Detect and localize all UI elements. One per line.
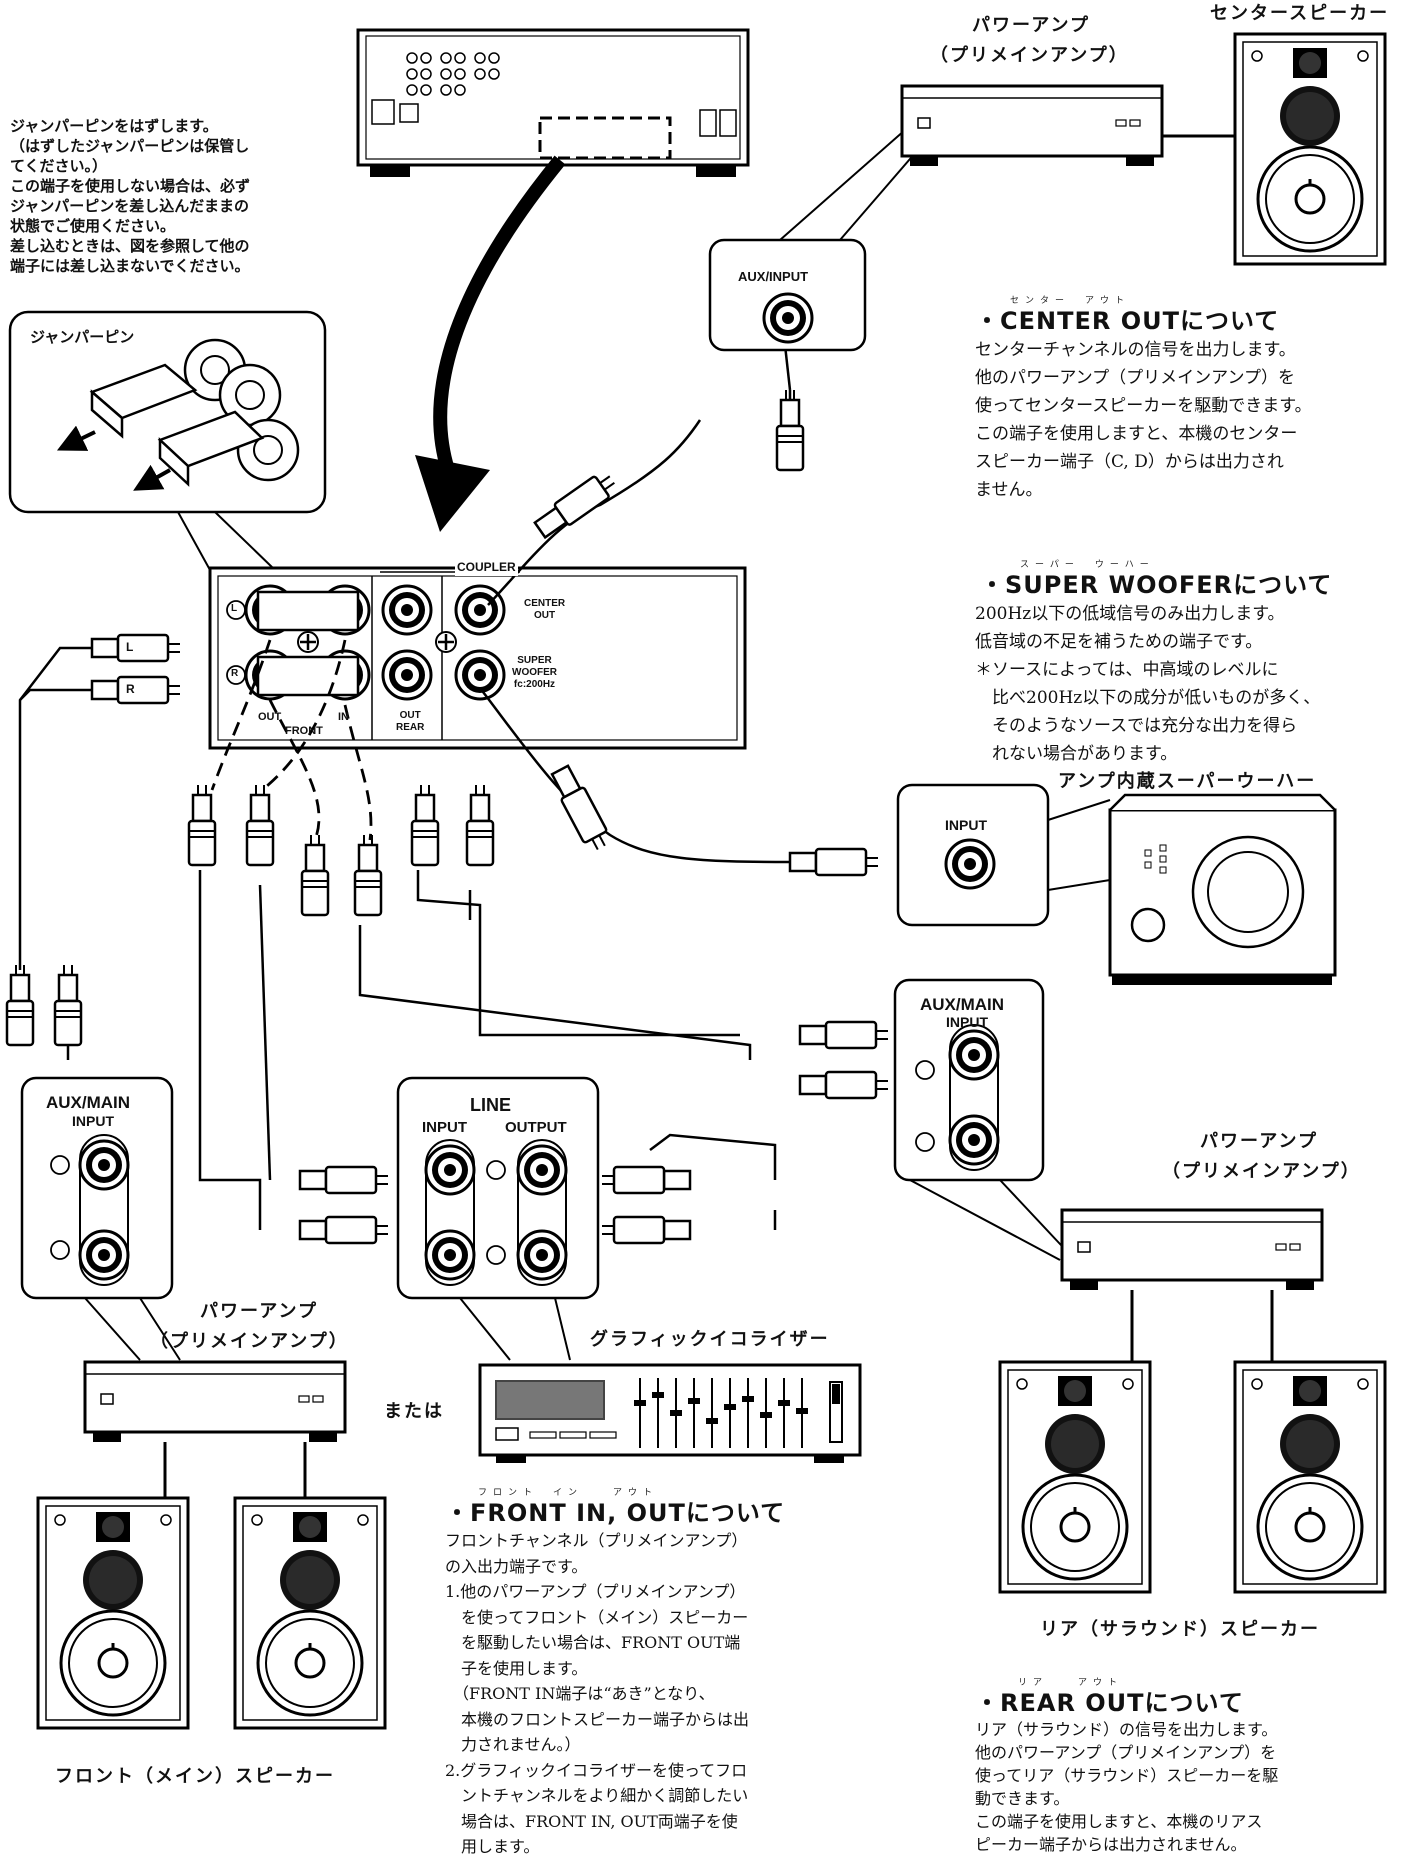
out-rear-label: OUT REAR (396, 710, 424, 734)
center-out-label: CENTER OUT (524, 598, 565, 622)
jumper-pin-label: ジャンパーピン (30, 328, 134, 348)
panel-r-mark: R (231, 667, 238, 680)
line-label: LINE (470, 1094, 511, 1118)
super-woofer-label: SUPER WOOFER fc:200Hz (512, 655, 557, 691)
rear-out-heading: ・REAR OUTについて (975, 1688, 1244, 1720)
receiver-rear-view (358, 30, 748, 177)
rear-amp-subtitle: （プリメインアンプ） (1162, 1160, 1361, 1184)
front-speaker-right (235, 1498, 385, 1728)
graphic-eq-label: グラフィックイコライザー (590, 1328, 830, 1352)
subwoofer-label: アンプ内蔵スーパーウーハー (1058, 770, 1316, 794)
line-input-label: INPUT (422, 1118, 467, 1138)
coupler-panel (210, 568, 745, 748)
front-in-out-heading: ・FRONT IN, OUTについて (445, 1498, 785, 1530)
front-in-label: IN (338, 710, 349, 725)
front-speaker-left (38, 1498, 188, 1728)
rear-speaker-left (1000, 1362, 1150, 1592)
center-speaker-label: センタースピーカー (1210, 2, 1389, 26)
front-amp-subtitle: （プリメインアンプ） (150, 1330, 349, 1354)
center-amp-subtitle: （プリメインアンプ） (930, 44, 1129, 68)
center-speaker (1235, 34, 1385, 264)
rear-speaker-right (1235, 1362, 1385, 1592)
jumper-pin-inset (10, 312, 325, 570)
plug-l-mark: L (126, 640, 133, 656)
front-power-amp (85, 1362, 345, 1442)
front-in-out-body: フロントチャンネル（プリメインアンプ） の入出力端子です。 1.他のパワーアンプ… (445, 1528, 749, 1860)
super-woofer-heading: ・SUPER WOOFERについて (980, 570, 1332, 602)
plug-r-mark: R (126, 682, 135, 698)
rear-speaker-label: リア（サラウンド）スピーカー (1040, 1618, 1320, 1642)
aux-main-right-input-label: INPUT (946, 1013, 988, 1031)
aux-input-label: AUX/INPUT (738, 268, 808, 285)
front-out-label: OUT (258, 710, 281, 725)
graphic-equalizer (480, 1365, 860, 1463)
line-output-label: OUTPUT (505, 1118, 567, 1138)
front-amp-title: パワーアンプ (200, 1300, 318, 1324)
aux-main-left-input-label: INPUT (72, 1112, 114, 1130)
front-speaker-label: フロント（メイン）スピーカー (55, 1765, 335, 1789)
rear-out-body: リア（サラウンド）の信号を出力します。 他のパワーアンプ（プリメインアンプ）を … (975, 1718, 1278, 1856)
subwoofer-inset (898, 785, 1110, 925)
subwoofer (1110, 795, 1335, 985)
center-amp-title: パワーアンプ (972, 14, 1090, 38)
panel-l-mark: L (231, 602, 237, 615)
or-label: または (384, 1400, 444, 1424)
jumper-note: ジャンパーピンをはずします。 （はずしたジャンパーピンは保管し てください。） … (10, 116, 250, 276)
super-woofer-body: 200Hz以下の低域信号のみ出力します。 低音域の不足を補うための端子です。 ＊… (975, 600, 1320, 768)
center-out-body: センターチャンネルの信号を出力します。 他のパワーアンプ（プリメインアンプ）を … (975, 336, 1312, 504)
rear-amp-title: パワーアンプ (1200, 1130, 1318, 1154)
coupler-label: COUPLER (455, 560, 518, 576)
front-label: FRONT (285, 724, 323, 739)
subwoofer-input-label: INPUT (945, 816, 987, 834)
rear-power-amp (1062, 1210, 1322, 1290)
center-power-amp (902, 86, 1162, 166)
center-out-heading: ・CENTER OUTについて (975, 306, 1279, 338)
